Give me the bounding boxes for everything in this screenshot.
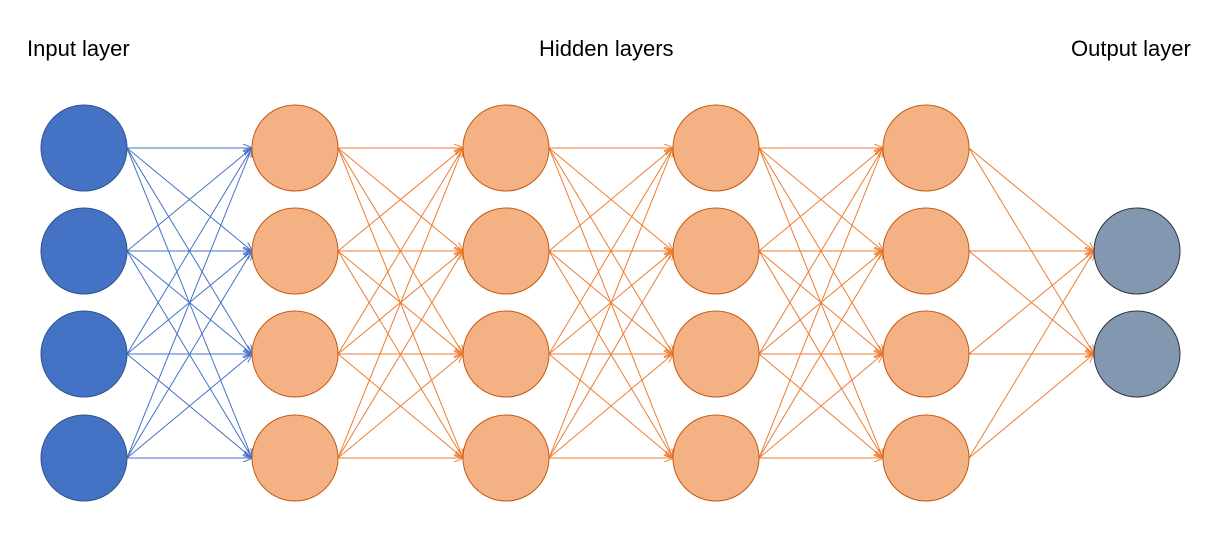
connection-edge [126, 354, 252, 459]
input-neuron [40, 207, 128, 295]
input-neuron [40, 104, 128, 192]
connection-edge [337, 148, 463, 459]
connection-edge [337, 148, 463, 355]
hidden-neuron [882, 104, 970, 192]
connection-edge [548, 148, 673, 252]
hidden-neuron [251, 207, 339, 295]
connection-edge [337, 354, 463, 459]
connection-edge [968, 251, 1094, 459]
connection-edge [548, 354, 673, 459]
output-neuron [1093, 310, 1181, 398]
hidden-neuron [462, 207, 550, 295]
hidden-neuron [251, 104, 339, 192]
output-neuron [1093, 207, 1181, 295]
connection-edge [968, 147, 1094, 251]
hidden-neuron [672, 414, 760, 502]
connection-edge [758, 148, 883, 459]
hidden-neuron [462, 104, 550, 192]
connection-edge [548, 148, 673, 355]
connection-edge [968, 251, 1094, 355]
output-layer-label: Output layer [1071, 36, 1191, 61]
hidden-neuron [672, 207, 760, 295]
hidden-neuron [882, 414, 970, 502]
hidden-neuron [672, 104, 760, 192]
connection-edge [337, 251, 463, 459]
connection-edge [126, 148, 252, 355]
connection-edge [126, 251, 252, 459]
hidden-neuron [462, 414, 550, 502]
hidden-neuron [672, 310, 760, 398]
connection-edge [758, 148, 883, 355]
hidden-neuron [462, 310, 550, 398]
input-neuron [40, 414, 128, 502]
connection-edge [758, 251, 883, 459]
connection-edge [548, 148, 673, 459]
hidden-neuron [251, 414, 339, 502]
connection-edge [758, 148, 883, 252]
hidden-neuron [882, 207, 970, 295]
connection-edge [126, 148, 252, 252]
connection-edge [968, 354, 1094, 459]
neurons-group [40, 104, 1181, 502]
input-neuron [40, 310, 128, 398]
connection-edge [548, 251, 673, 459]
hidden-neuron [882, 310, 970, 398]
connection-edge [337, 148, 463, 252]
connection-edge [126, 148, 252, 459]
connections-group [126, 147, 1094, 459]
input-layer-label: Input layer [27, 36, 130, 61]
hidden-layers-label: Hidden layers [539, 36, 674, 61]
connection-edge [758, 354, 883, 459]
hidden-neuron [251, 310, 339, 398]
